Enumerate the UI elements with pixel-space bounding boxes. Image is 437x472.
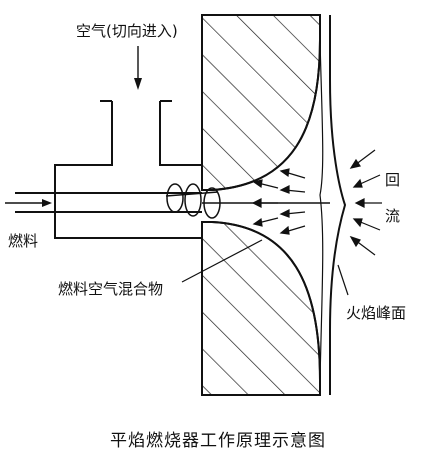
- air-inlet-duct: [54, 101, 202, 239]
- swirl-coils: [165, 183, 221, 219]
- recirculation-label-2: 流: [385, 207, 400, 225]
- recirculation-arrows: [251, 149, 382, 256]
- fuel-arrow-head: [42, 199, 52, 207]
- flame-front-wall-inner: [319, 39, 324, 381]
- flame-front-leader: [337, 264, 349, 296]
- figure-caption: 平焰燃烧器工作原理示意图: [110, 431, 326, 451]
- air-inlet-label: 空气(切向进入): [76, 22, 178, 40]
- lower-guide-curve: [211, 221, 321, 395]
- mixture-leader: [181, 239, 263, 283]
- upper-guide-curve: [211, 15, 321, 191]
- mixture-label: 燃料空气混合物: [58, 280, 163, 298]
- flame-front-wall-outer: [329, 15, 347, 395]
- flame-front-label: 火焰峰面: [346, 304, 406, 322]
- air-arrow-head: [134, 78, 142, 90]
- air-inlet-duct-right: [159, 101, 202, 166]
- recirculation-label-1: 回: [385, 171, 400, 189]
- fuel-label: 燃料: [8, 232, 38, 250]
